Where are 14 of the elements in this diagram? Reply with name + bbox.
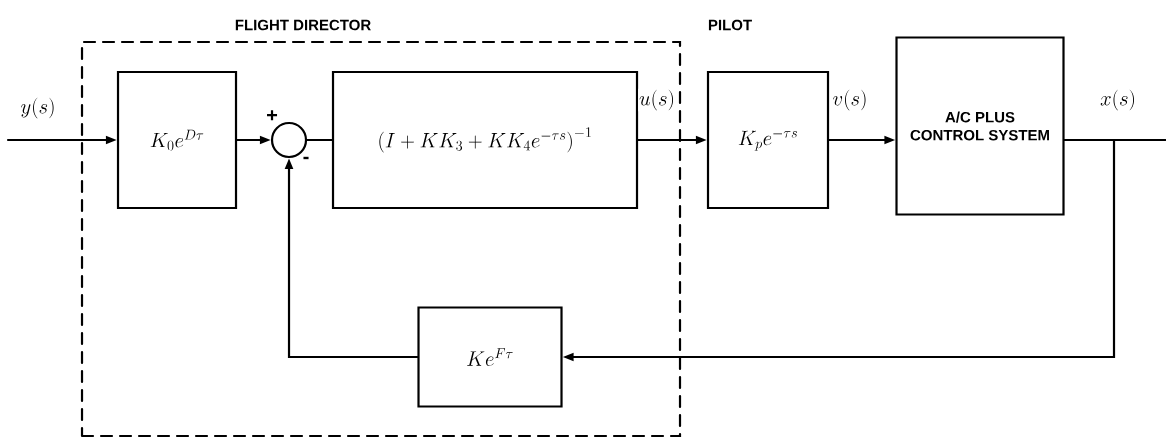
block-box: $K e^{F\tau}$ bbox=[417, 306, 563, 408]
signal-label: $u(s)$ bbox=[638, 88, 676, 112]
block-box: $\left(I + KK_3 + KK_4 e^{-\tau s}\right)^{-1}$ bbox=[331, 70, 639, 210]
signal-label: $x(s)$ bbox=[1099, 88, 1137, 112]
block-box: $K_0 e^{D\tau}$ bbox=[116, 70, 238, 210]
heading: FLIGHT DIRECTOR bbox=[235, 19, 371, 31]
summing-junction bbox=[270, 121, 308, 159]
block-box: A/C PLUS CONTROL SYSTEM bbox=[895, 36, 1065, 216]
signal-label: $y(s)$ bbox=[19, 96, 57, 120]
heading: PILOT bbox=[708, 19, 752, 31]
signal-label: $v(s)$ bbox=[831, 88, 869, 112]
block-box: $K_p e^{-\tau s}$ bbox=[706, 70, 830, 210]
sign-label: - bbox=[303, 156, 309, 160]
sign-label: + bbox=[267, 110, 278, 121]
